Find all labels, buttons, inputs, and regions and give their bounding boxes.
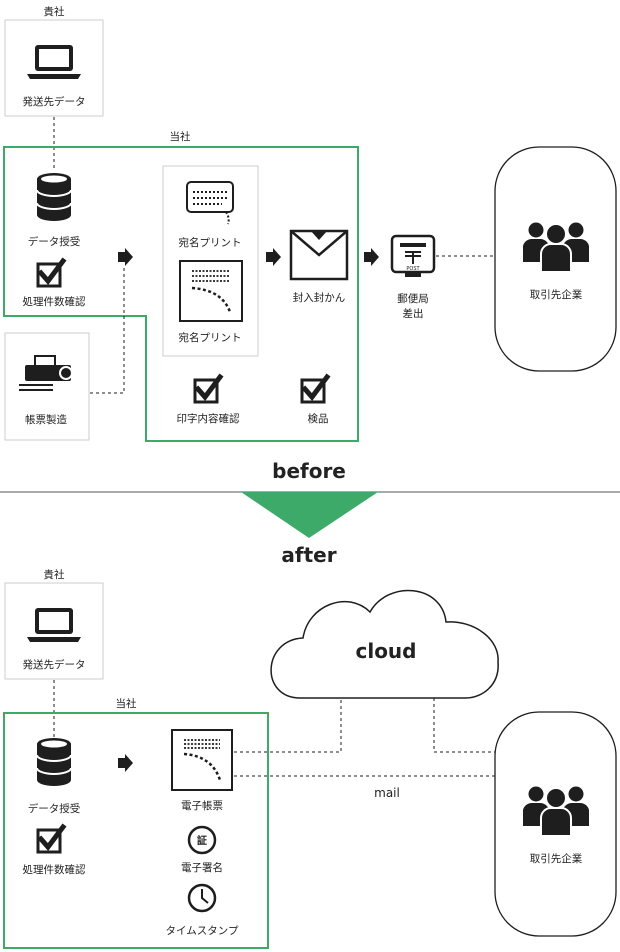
before-enclose-label: 封入封かん — [293, 291, 346, 304]
before-client-box-label: 発送先データ — [23, 95, 86, 108]
after-timestamp-label: タイムスタンプ — [166, 925, 239, 937]
transition-arrow — [241, 492, 378, 538]
after-client-box-label: 発送先データ — [23, 658, 86, 671]
postbox-text: POST — [406, 266, 420, 272]
before-partner-label: 取引先企業 — [530, 288, 583, 301]
before-post-label-2: 差出 — [403, 307, 424, 320]
before-form-manufacture-label: 帳票製造 — [25, 413, 67, 426]
after-heading: after — [281, 543, 336, 567]
before-post-label-1: 郵便局 — [397, 292, 429, 305]
before-form-connector — [90, 266, 125, 394]
after-count-check-label: 処理件数確認 — [23, 863, 86, 876]
arrow-right-icon — [118, 754, 133, 772]
after-company-boundary — [3, 712, 269, 949]
check-icon — [302, 377, 327, 402]
before-address-print-label-2: 宛名プリント — [179, 331, 242, 344]
before-data-receive-label: データ授受 — [28, 235, 81, 248]
before-heading: before — [272, 459, 346, 483]
before-address-print-label-1: 宛名プリント — [179, 236, 242, 249]
after-partner-label: 取引先企業 — [530, 852, 583, 865]
after-data-receive-label: データ授受 — [28, 802, 81, 815]
arrow-right-icon — [118, 248, 133, 266]
before-count-check-label: 処理件数確認 — [23, 295, 86, 308]
database-icon — [36, 172, 72, 222]
envelope-icon — [289, 229, 349, 281]
after-company-heading: 当社 — [116, 697, 137, 710]
arrow-right-icon — [364, 248, 379, 266]
database-icon — [36, 737, 72, 787]
before-company-boundary — [3, 146, 359, 442]
cloud-shape — [270, 589, 499, 699]
after-e-form-label: 電子帳票 — [181, 799, 223, 812]
before-inspect-label: 検品 — [308, 412, 329, 425]
e-form-to-cloud-connector — [234, 698, 342, 753]
before-company-heading: 当社 — [170, 130, 191, 143]
certificate-icon-text: 証 — [197, 834, 207, 847]
arrow-right-icon — [266, 248, 281, 266]
before-print-check-label: 印字内容確認 — [177, 412, 240, 425]
clock-icon — [187, 883, 217, 913]
after-client-heading: 貴社 — [44, 568, 65, 581]
check-icon — [38, 261, 63, 286]
after-e-sign-label: 電子署名 — [181, 861, 223, 874]
mail-label: mail — [374, 786, 400, 800]
before-form-manufacture-box — [4, 332, 90, 441]
before-client-heading: 貴社 — [44, 5, 65, 18]
postbox-icon — [390, 234, 436, 277]
certificate-icon — [187, 825, 217, 855]
e-form-icon — [170, 728, 234, 792]
label-sheet-icon — [179, 260, 243, 322]
check-icon — [195, 377, 220, 402]
check-icon — [38, 827, 63, 852]
cloud-to-partner-connector — [433, 698, 495, 753]
cloud-label: cloud — [355, 639, 416, 663]
keyboard-icon — [186, 181, 234, 225]
printer-icon — [19, 355, 73, 391]
